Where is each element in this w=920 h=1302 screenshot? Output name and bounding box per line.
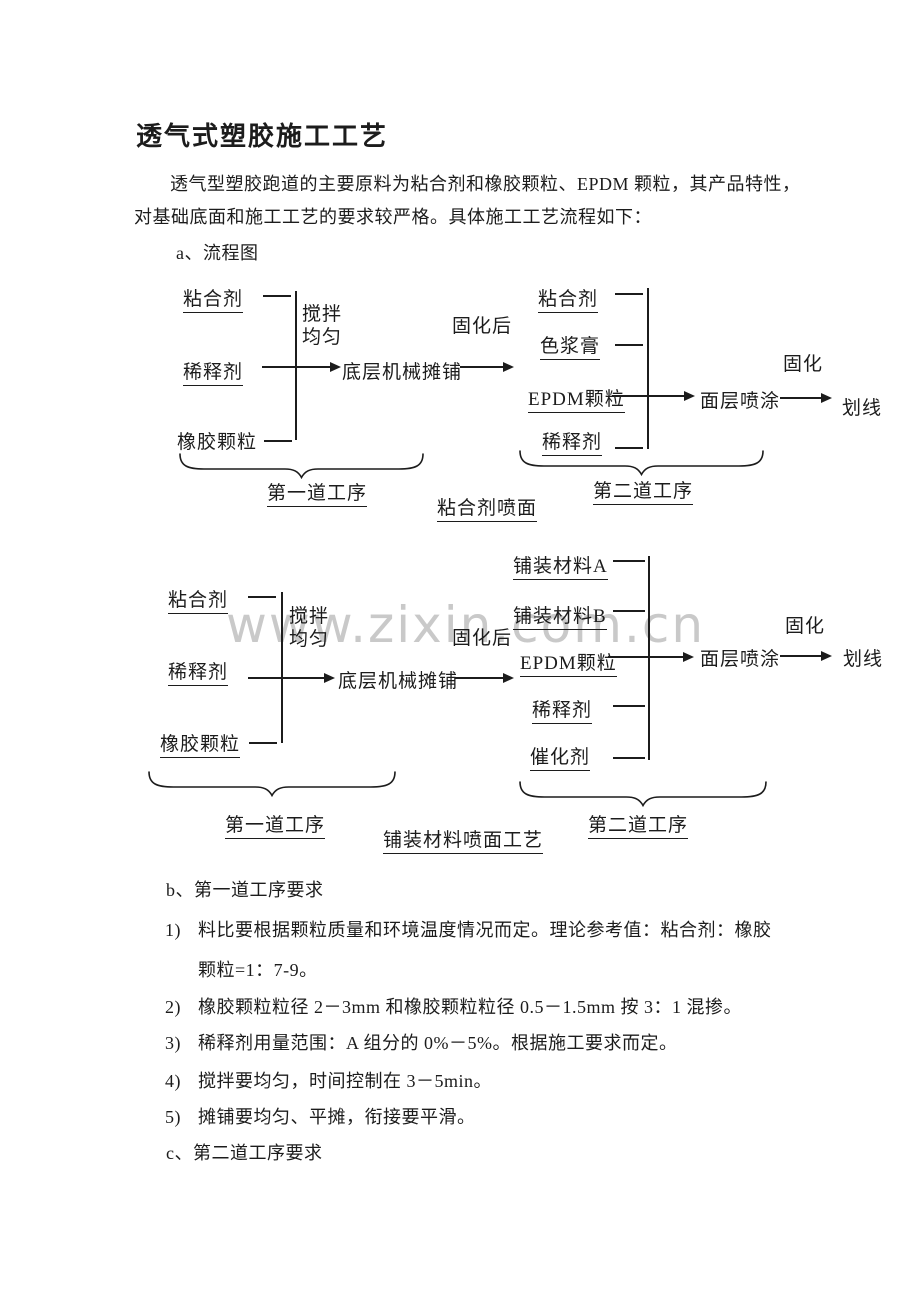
requirement-item-3: 3) 稀释剂用量范围：A 组分的 0%－5%。根据施工要求而定。 <box>165 1029 678 1055</box>
fc2-arrowhead <box>821 651 832 661</box>
watermark-text: www.zixin.com.cn <box>226 596 706 654</box>
fc1-mix-line2: 均匀 <box>302 327 343 348</box>
fc2-connector-line <box>613 757 645 759</box>
item-number: 3) <box>165 1033 181 1053</box>
fc1-arrow-line <box>460 366 504 368</box>
fc1-arrow-line <box>780 397 822 399</box>
item-number: 1) <box>165 920 181 940</box>
fc1-mix-label: 搅拌均匀 <box>302 303 342 349</box>
fc1-cure-label: 固化 <box>783 354 824 375</box>
fc1-stage2-underbrace <box>519 450 764 477</box>
fc1-stage1-input-rubber: 橡胶颗粒 <box>177 432 258 453</box>
fc2-final-step: 划线 <box>843 649 884 670</box>
fc1-stage2-input-epdm: EPDM颗粒 <box>528 384 625 413</box>
fc1-connector-line <box>615 344 643 346</box>
item-number: 2) <box>165 997 181 1017</box>
fc1-process2: 面层喷涂 <box>700 391 781 412</box>
requirement-item-1-cont: 颗粒=1：7-9。 <box>198 960 318 980</box>
item-text: 料比要根据颗粒质量和环境温度情况而定。理论参考值：粘合剂：橡胶 <box>198 920 772 940</box>
fc1-connector-line <box>263 295 291 297</box>
fc2-process1: 底层机械摊铺 <box>338 671 459 692</box>
fc2-stage2-underbrace <box>519 781 767 808</box>
fc2-stage1-brace-label: 第一道工序 <box>225 810 326 839</box>
item-number: 5) <box>165 1107 181 1127</box>
intro-line-2: 对基础底面和施工工艺的要求较严格。具体施工工艺流程如下： <box>134 207 652 227</box>
fc2-stage1-input-binder: 粘合剂 <box>168 585 229 614</box>
fc2-connector-line <box>613 560 645 562</box>
fc2-stage1-underbrace <box>148 771 396 798</box>
section-c-heading: c、第二道工序要求 <box>166 1143 323 1163</box>
requirement-item-1: 1) 料比要根据颗粒质量和环境温度情况而定。理论参考值：粘合剂：橡胶 <box>165 916 772 942</box>
fc1-arrow-line <box>612 395 685 397</box>
fc2-arrow-line <box>780 655 822 657</box>
fc1-final-step: 划线 <box>842 398 883 419</box>
fc1-caption: 粘合剂喷面 <box>437 493 538 522</box>
fc1-arrow-line <box>262 366 331 368</box>
fc1-arrowhead <box>821 393 832 403</box>
requirement-item-5: 5) 摊铺要均匀、平摊，衔接要平滑。 <box>165 1103 476 1129</box>
fc1-arrowhead <box>684 391 695 401</box>
fc2-stage1-input-rubber: 橡胶颗粒 <box>160 729 241 758</box>
fc1-connector-line <box>264 440 292 442</box>
fc2-arrow-line <box>608 656 684 658</box>
fc1-stage2-input-binder: 粘合剂 <box>538 284 599 313</box>
fc2-arrowhead <box>324 673 335 683</box>
fc2-stage2-brace-label: 第二道工序 <box>588 810 689 839</box>
page-title: 透气式塑胶施工工艺 <box>136 122 389 151</box>
section-a-heading: a、流程图 <box>176 243 259 263</box>
fc2-process2: 面层喷涂 <box>700 649 781 670</box>
fc2-arrow-line <box>455 677 504 679</box>
fc2-connector-line <box>613 705 645 707</box>
fc1-stage2-input-diluent: 稀释剂 <box>542 427 603 456</box>
fc2-stage2-collector-line <box>648 556 650 760</box>
item-text: 稀释剂用量范围：A 组分的 0%－5%。根据施工要求而定。 <box>198 1033 678 1053</box>
fc1-connector-line <box>615 447 643 449</box>
fc1-stage1-input-diluent: 稀释剂 <box>183 357 244 386</box>
fc2-stage2-input-diluent: 稀释剂 <box>532 695 593 724</box>
fc2-arrow-line <box>248 677 325 679</box>
fc1-process1: 底层机械摊铺 <box>342 362 463 383</box>
fc1-stage2-collector-line <box>647 288 649 449</box>
intro-line-1: 透气型塑胶跑道的主要原料为粘合剂和橡胶颗粒、EPDM 颗粒，其产品特性， <box>170 174 801 194</box>
item-text: 橡胶颗粒粒径 2－3mm 和橡胶颗粒粒径 0.5－1.5mm 按 3：1 混掺。 <box>198 997 743 1017</box>
section-b-heading: b、第一道工序要求 <box>166 880 324 900</box>
item-text: 搅拌要均匀，时间控制在 3－5min。 <box>198 1071 493 1091</box>
fc1-stage2-brace-label: 第二道工序 <box>593 476 694 505</box>
fc1-mix-line1: 搅拌 <box>302 304 343 325</box>
fc1-stage1-brace-label: 第一道工序 <box>267 478 368 507</box>
fc2-caption: 铺装材料喷面工艺 <box>383 825 544 854</box>
fc1-arrowhead <box>503 362 514 372</box>
fc1-after-cure-label: 固化后 <box>452 316 513 337</box>
item-text: 摊铺要均匀、平摊，衔接要平滑。 <box>198 1107 476 1127</box>
fc1-stage1-input-binder: 粘合剂 <box>183 284 244 313</box>
fc1-connector-line <box>615 293 643 295</box>
fc2-stage2-input-material-a: 铺装材料A <box>513 551 608 580</box>
fc2-connector-line <box>249 742 277 744</box>
fc2-cure-label: 固化 <box>785 616 826 637</box>
requirement-item-2: 2) 橡胶颗粒粒径 2－3mm 和橡胶颗粒粒径 0.5－1.5mm 按 3：1 混… <box>165 993 742 1019</box>
item-number: 4) <box>165 1071 181 1091</box>
fc1-stage2-input-pigment: 色浆膏 <box>540 331 601 360</box>
requirement-item-4: 4) 搅拌要均匀，时间控制在 3－5min。 <box>165 1067 492 1093</box>
fc2-stage1-input-diluent: 稀释剂 <box>168 657 229 686</box>
fc1-arrowhead <box>330 362 341 372</box>
fc1-stage1-collector-line <box>295 291 297 440</box>
fc1-stage1-underbrace <box>179 453 424 480</box>
fc2-arrowhead <box>503 673 514 683</box>
fc2-stage2-input-catalyst: 催化剂 <box>530 742 591 771</box>
